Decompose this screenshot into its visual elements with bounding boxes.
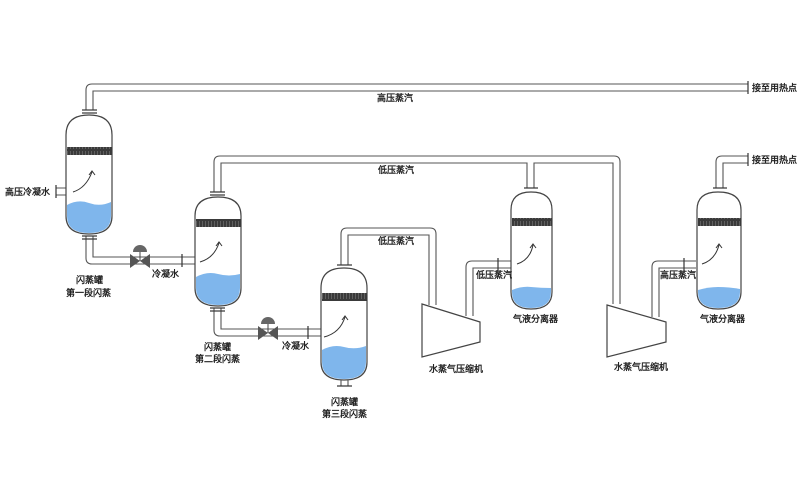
label-compressor-2: 水蒸气压缩机 (614, 361, 668, 373)
pipe-lp-steam-tank3 (340, 227, 437, 305)
control-valve-2[interactable] (258, 317, 278, 340)
pipe-tank1-to-tank2 (85, 236, 196, 267)
flow-arrow-icon (323, 316, 346, 338)
flash-tank-2 (194, 191, 242, 312)
pipe-hp-steam-main (85, 81, 749, 110)
demister-mesh (698, 218, 741, 226)
pipe-compressor1-to-separator1 (465, 258, 511, 316)
flow-arrow-icon (199, 242, 220, 263)
flow-arrow-icon (72, 171, 93, 193)
flash-tank-3 (320, 264, 368, 387)
pipe-compressor2-to-separator2 (651, 258, 696, 317)
label-cond-water-2: 冷凝水 (282, 340, 310, 352)
label-lp-steam-main: 低压蒸汽 (377, 164, 414, 176)
pipe-separator2-to-user (715, 153, 749, 188)
demister-mesh (512, 218, 552, 226)
label-tank2-name: 闪蒸罐 (204, 341, 231, 353)
pipe-lp-steam-main (213, 155, 621, 304)
steam-compressor-2 (606, 304, 667, 358)
steam-compressor-1 (421, 303, 481, 358)
label-separator-2: 气液分离器 (699, 313, 746, 325)
demister-mesh (67, 147, 112, 155)
label-hp-steam-2: 高压蒸汽 (660, 269, 696, 281)
label-lp-steam-2: 低压蒸汽 (377, 235, 414, 247)
demister-mesh (196, 219, 241, 227)
label-hp-steam-main: 高压蒸汽 (377, 92, 413, 104)
flow-arrow-icon (701, 244, 720, 265)
label-tank2-stage: 第二段闪蒸 (195, 353, 240, 365)
label-separator-1: 气液分离器 (512, 313, 559, 325)
label-tank1-stage: 第一段闪蒸 (66, 287, 111, 299)
flow-arrow-icon (516, 244, 534, 265)
label-tank3-name: 闪蒸罐 (331, 396, 358, 408)
pipe-hp-condensate-inlet (55, 185, 66, 198)
label-compressor-1: 水蒸气压缩机 (429, 363, 483, 375)
gas-liquid-separator-1 (510, 187, 553, 310)
label-cond-water-1: 冷凝水 (152, 268, 180, 280)
flash-tank-1 (65, 109, 113, 240)
label-hp-condensate-in: 高压冷凝水 (5, 186, 51, 198)
pipe-tank2-to-tank3 (213, 308, 321, 339)
demister-mesh (322, 293, 367, 301)
label-tank1-name: 闪蒸罐 (76, 274, 103, 286)
label-lp-steam-3: 低压蒸汽 (475, 269, 512, 281)
label-to-user-2: 接至用热点 (752, 154, 797, 166)
label-to-user-1: 接至用热点 (752, 82, 797, 94)
control-valve-1[interactable] (130, 245, 150, 268)
label-tank3-stage: 第三段闪蒸 (322, 408, 367, 420)
gas-liquid-separator-2 (696, 187, 742, 310)
